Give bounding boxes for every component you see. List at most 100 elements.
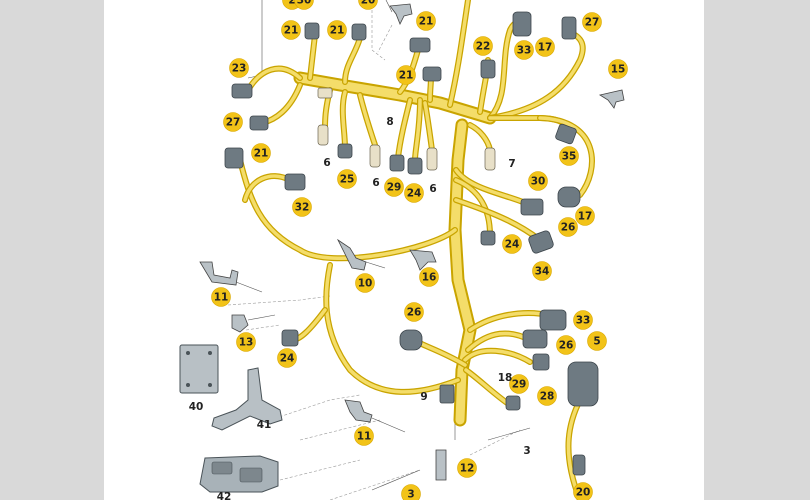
callout-30: 30 bbox=[294, 0, 314, 10]
callout-number: 24 bbox=[280, 353, 295, 365]
connectors bbox=[224, 11, 599, 476]
clip-12 bbox=[435, 449, 447, 481]
plate-40 bbox=[179, 344, 219, 394]
callout-number: 11 bbox=[357, 431, 372, 443]
callout-24: 24 bbox=[277, 348, 297, 368]
callout-circle bbox=[416, 11, 436, 31]
part-number-7: 7 bbox=[508, 158, 515, 170]
callout-circle bbox=[537, 386, 557, 406]
callout-circle bbox=[251, 143, 271, 163]
connector-32 bbox=[284, 173, 306, 191]
connector-5 bbox=[567, 361, 599, 407]
callout-number: 15 bbox=[611, 64, 626, 76]
callout-number: 17 bbox=[538, 42, 553, 54]
connector-29-a bbox=[389, 154, 405, 172]
leader-lines bbox=[227, 0, 521, 500]
callout-circle bbox=[535, 37, 555, 57]
callout-27: 27 bbox=[582, 12, 602, 32]
clip-11-bottom bbox=[344, 399, 373, 423]
part-number-42: 42 bbox=[217, 491, 232, 500]
callout-20: 20 bbox=[573, 482, 593, 500]
callout-22: 22 bbox=[473, 36, 493, 56]
callout-number: 21 bbox=[330, 25, 345, 37]
callout-12: 12 bbox=[457, 458, 477, 478]
callout-circle bbox=[559, 146, 579, 166]
callout-circle bbox=[292, 197, 312, 217]
tip-7 bbox=[484, 147, 496, 171]
connector-20 bbox=[572, 454, 586, 476]
callout-number: 35 bbox=[562, 151, 577, 163]
callout-circle bbox=[327, 20, 347, 40]
part-number-6: 6 bbox=[323, 157, 330, 169]
loose-parts bbox=[179, 344, 283, 493]
tip-8 bbox=[317, 87, 333, 99]
callout-circle bbox=[396, 65, 416, 85]
callout-number: 21 bbox=[284, 25, 299, 37]
connector-27-left bbox=[249, 115, 269, 131]
connector-24-c bbox=[281, 329, 299, 347]
connector-26-a bbox=[557, 186, 581, 208]
callout-29: 29 bbox=[509, 374, 529, 394]
callout-34: 34 bbox=[532, 261, 552, 281]
callout-35: 35 bbox=[559, 146, 579, 166]
callout-number: 11 bbox=[214, 292, 229, 304]
callout-number: 24 bbox=[407, 188, 422, 200]
callout-circle bbox=[404, 183, 424, 203]
callout-13: 13 bbox=[236, 332, 256, 352]
callout-26: 26 bbox=[558, 217, 578, 237]
callout-11: 11 bbox=[354, 426, 374, 446]
callout-circle bbox=[573, 310, 593, 330]
callout-20: 20 bbox=[358, 0, 378, 10]
callout-number: 21 bbox=[399, 70, 414, 82]
part-number-9: 9 bbox=[420, 391, 427, 403]
callout-number: 16 bbox=[422, 272, 437, 284]
callout-number: 10 bbox=[358, 278, 373, 290]
callout-21: 21 bbox=[251, 143, 271, 163]
part-number-41: 41 bbox=[257, 419, 272, 431]
callout-number: 20 bbox=[361, 0, 376, 7]
callout-circle bbox=[532, 261, 552, 281]
callout-number: 17 bbox=[578, 211, 593, 223]
callout-circle bbox=[355, 273, 375, 293]
callout-29: 29 bbox=[384, 177, 404, 197]
callout-circle bbox=[502, 234, 522, 254]
callout-26: 26 bbox=[556, 335, 576, 355]
clip-16 bbox=[409, 249, 437, 271]
callout-circle bbox=[404, 302, 424, 322]
callout-21: 21 bbox=[281, 20, 301, 40]
connector-9 bbox=[439, 384, 455, 404]
connector-35 bbox=[555, 123, 577, 145]
callout-circle bbox=[419, 267, 439, 287]
callout-circle bbox=[582, 12, 602, 32]
callout-number: 29 bbox=[512, 379, 527, 391]
part-number-18: 18 bbox=[498, 372, 513, 384]
callout-circle bbox=[277, 348, 297, 368]
module-42 bbox=[199, 455, 279, 493]
callout-33: 33 bbox=[514, 40, 534, 60]
connector-21-d bbox=[422, 66, 442, 82]
callout-number: 33 bbox=[576, 315, 591, 327]
connector-21-a bbox=[304, 22, 320, 40]
connector-21-c bbox=[409, 37, 431, 53]
bracket-41 bbox=[211, 367, 283, 431]
callout-circle bbox=[337, 169, 357, 189]
callout-circle bbox=[528, 171, 548, 191]
callout-number: 3 bbox=[407, 489, 414, 500]
callout-number: 30 bbox=[297, 0, 312, 7]
callout-number: 34 bbox=[535, 266, 550, 278]
callout-circle bbox=[514, 40, 534, 60]
callout-number: 28 bbox=[540, 391, 555, 403]
callout-number: 24 bbox=[505, 239, 520, 251]
callout-number: 26 bbox=[561, 222, 576, 234]
callout-number: 20 bbox=[576, 487, 591, 499]
connector-21-e bbox=[224, 147, 244, 169]
callout-circle bbox=[556, 335, 576, 355]
callout-circle bbox=[358, 0, 378, 10]
callout-number: 25 bbox=[340, 174, 355, 186]
part-number-6: 6 bbox=[429, 183, 436, 195]
callout-15: 15 bbox=[608, 59, 628, 79]
callout-circle bbox=[236, 332, 256, 352]
